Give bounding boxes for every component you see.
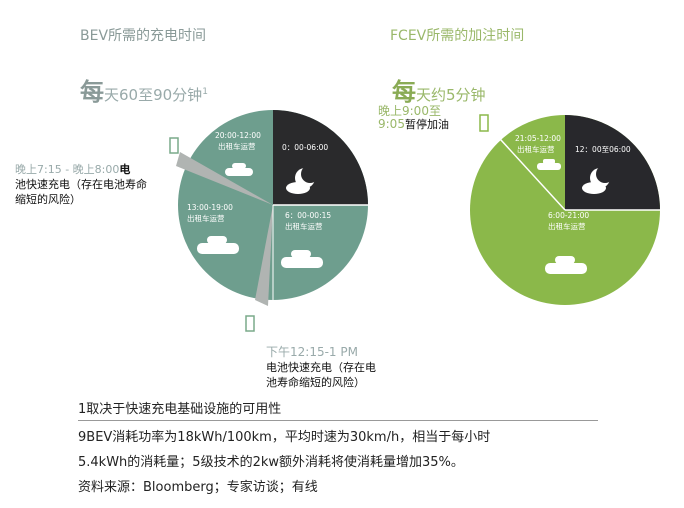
bev-daily: 天60至90分钟 xyxy=(104,86,203,104)
pause-time: 晚上9:00至 xyxy=(378,104,441,118)
car-icon xyxy=(537,159,561,170)
noon-note: 池寿命缩短的风险） xyxy=(266,376,365,389)
car-icon xyxy=(545,256,587,274)
pause-note: 暂停加油 xyxy=(404,118,449,131)
bev-night-slice xyxy=(273,110,368,205)
footnote-9b: 5.4kWh的消耗量；5级技术的2kw额外消耗将使消耗量增加35%。 xyxy=(78,455,464,470)
footnote-ref: 1 xyxy=(202,87,208,97)
bev-seg-b: 13:00-19:00 xyxy=(187,203,233,212)
fcev-title: FCEV所需的加注时间 xyxy=(390,28,525,44)
fuel-pump-icon xyxy=(479,114,489,132)
fcev-seg-b: 6:00-21:00 xyxy=(548,211,589,220)
bev-seg-a: 20:00-12:00 xyxy=(215,131,261,140)
evening-note: 池快速充电（存在电池寿命 xyxy=(15,178,147,191)
bev-seg-c-op: 出租车运营 xyxy=(285,221,323,231)
evening-note: 电 xyxy=(119,163,131,176)
pie-charts: 20:00-12:00 出租车运营 0：00-06:00 13:00-19:00… xyxy=(169,110,660,332)
fcev-daily-time: 每天约5分钟 xyxy=(392,72,486,107)
fcev-night-slice xyxy=(565,115,660,210)
car-icon xyxy=(197,236,239,254)
noon-note: 电池快速充电（存在电 xyxy=(266,361,376,374)
fcev-seg-a: 21:05-12:00 xyxy=(515,134,561,143)
car-icon xyxy=(225,163,253,176)
fcev-big-char: 每 xyxy=(392,78,416,106)
bev-daily-time: 每天60至90分钟1 xyxy=(80,72,208,107)
fcev-seg-b-op: 出租车运营 xyxy=(548,221,586,231)
noon-time: 下午12:15-1 PM xyxy=(266,345,358,359)
footnote-1: 1取决于快速充电基础设施的可用性 xyxy=(78,400,598,421)
bev-noon-charge-slice xyxy=(255,205,273,306)
bev-title: BEV所需的充电时间 xyxy=(80,28,207,44)
fcev-daily: 天约5分钟 xyxy=(416,86,486,104)
bev-seg-night: 0：00-06:00 xyxy=(282,143,328,152)
fcev-pause-slice xyxy=(489,127,566,211)
bev-pie: 20:00-12:00 出租车运营 0：00-06:00 13:00-19:00… xyxy=(169,110,368,332)
bev-seg-c: 6：00-00:15 xyxy=(285,211,331,220)
moon-cloud-icon xyxy=(286,165,319,194)
bev-evening-charge-slice xyxy=(176,152,273,205)
bev-seg-b-op: 出租车运营 xyxy=(187,213,225,223)
bev-big-char: 每 xyxy=(80,78,104,106)
bev-evening-charge-label: 晚上7:15 - 晚上8:00电池快速充电（存在电池寿命缩短的风险） xyxy=(15,162,155,207)
bev-seg-a-op: 出租车运营 xyxy=(218,141,256,151)
fcev-seg-a-op: 出租车运营 xyxy=(517,144,555,154)
evening-time: 晚上7:15 - 晚上8:00 xyxy=(15,163,120,176)
moon-cloud-icon xyxy=(582,165,614,194)
fcev-pie: 21:05-12:00 出租车运营 12：00至06:00 6:00-21:00… xyxy=(470,114,660,305)
bev-noon-charge-label: 下午12:15-1 PM 电池快速充电（存在电池寿命缩短的风险） xyxy=(266,345,396,390)
footnote-9a: 9BEV消耗功率为18kWh/100km，平均时速为30km/h，相当于每小时 xyxy=(78,430,491,445)
pause-time: 9:05 xyxy=(378,117,405,131)
battery-icon xyxy=(169,137,255,332)
source-note: 资料来源：Bloomberg；专家访谈；有线 xyxy=(78,480,318,495)
evening-note: 缩短的风险） xyxy=(15,193,81,206)
fcev-seg-night: 12：00至06:00 xyxy=(575,145,631,154)
car-icon xyxy=(281,250,323,268)
